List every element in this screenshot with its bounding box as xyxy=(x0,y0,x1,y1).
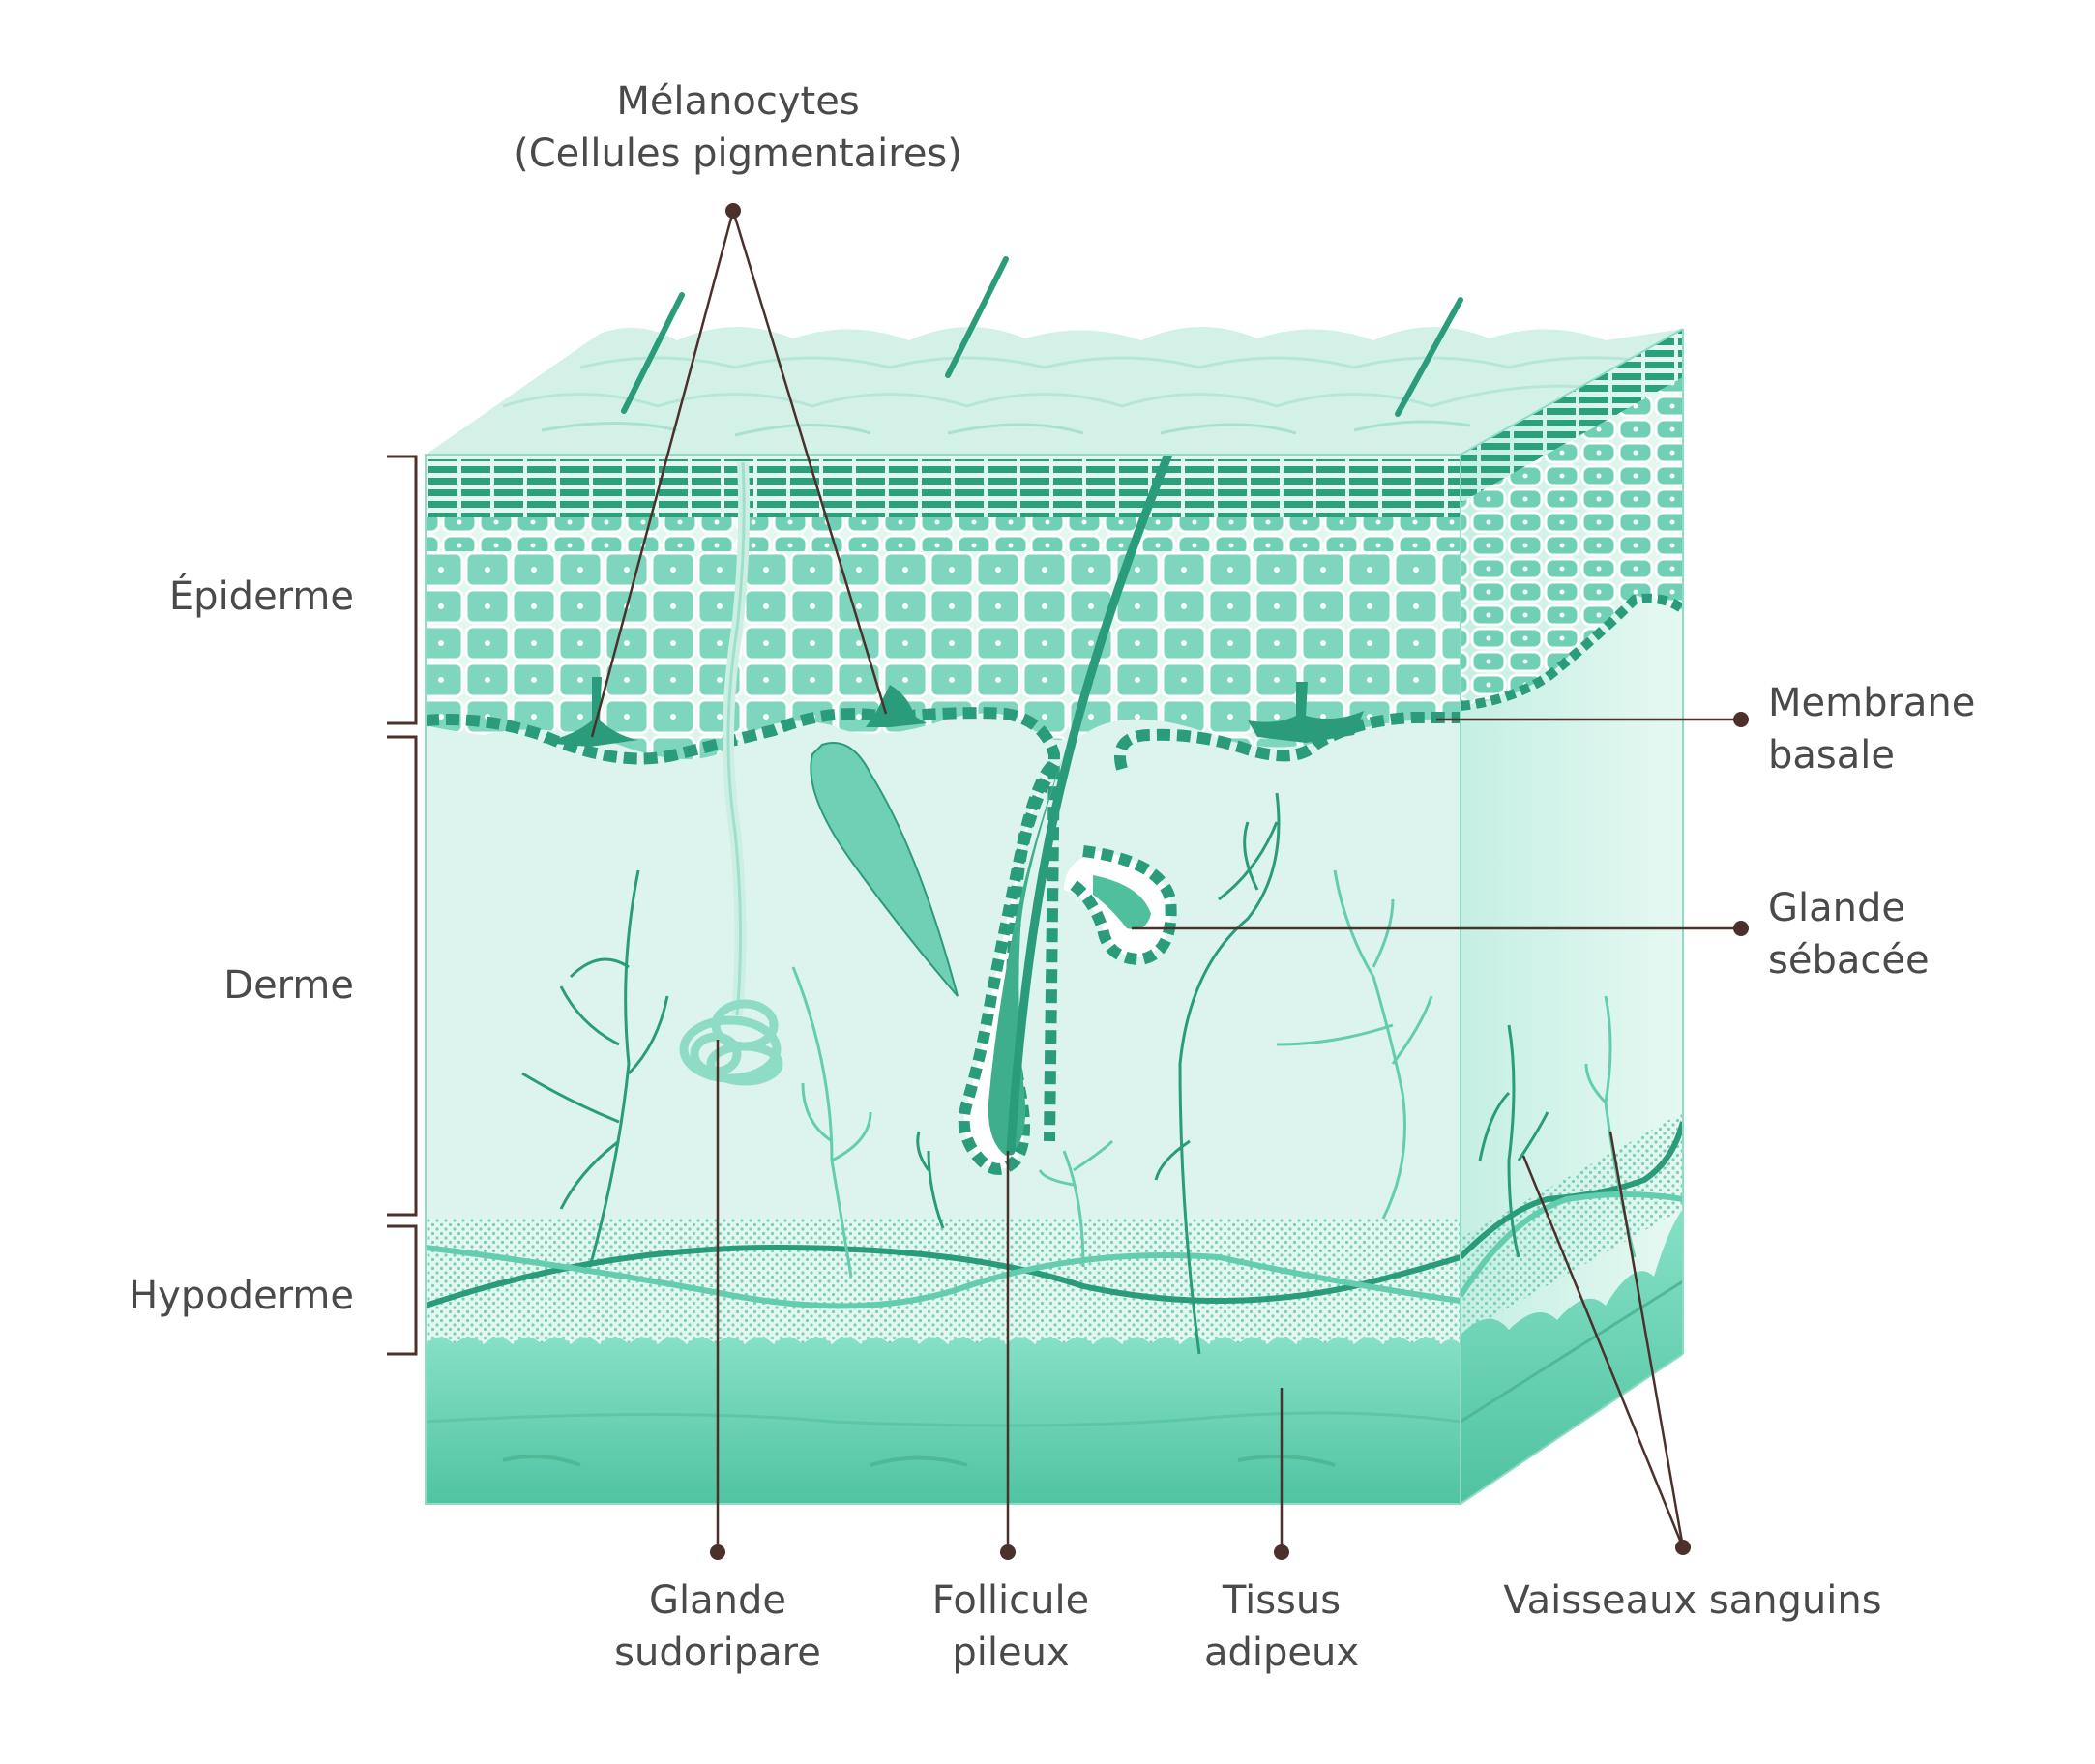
label-melanocytes-line1: Mélanocytes xyxy=(514,75,962,128)
label-membrane-basale: Membrane basale xyxy=(1768,677,1975,781)
label-tissus-adipeux: Tissus adipeux xyxy=(1204,1574,1359,1679)
label-glande-sebacee: Glande sébacée xyxy=(1768,882,1930,986)
label-follicule-pileux: Follicule pileux xyxy=(932,1574,1089,1679)
label-glande-sebacee-line1: Glande xyxy=(1768,882,1930,934)
label-glande-sudoripare: Glande sudoripare xyxy=(614,1574,821,1679)
label-follicule-pileux-line1: Follicule xyxy=(932,1574,1089,1627)
label-glande-sudoripare-line2: sudoripare xyxy=(614,1627,821,1679)
label-vaisseaux-sanguins: Vaisseaux sanguins xyxy=(1503,1574,1881,1627)
label-melanocytes: Mélanocytes (Cellules pigmentaires) xyxy=(514,75,962,180)
label-membrane-basale-line2: basale xyxy=(1768,729,1975,781)
label-tissus-adipeux-line2: adipeux xyxy=(1204,1627,1359,1679)
label-glande-sudoripare-line1: Glande xyxy=(614,1574,821,1627)
label-follicule-pileux-line2: pileux xyxy=(932,1627,1089,1679)
side-face xyxy=(1461,319,1693,1518)
label-derme: Derme xyxy=(223,959,354,1012)
label-membrane-basale-line1: Membrane xyxy=(1768,677,1975,729)
front-face xyxy=(426,290,1461,1509)
label-melanocytes-line2: (Cellules pigmentaires) xyxy=(514,128,962,180)
label-hypoderme: Hypoderme xyxy=(129,1270,354,1322)
label-tissus-adipeux-line1: Tissus xyxy=(1204,1574,1359,1627)
label-epiderme: Épiderme xyxy=(169,571,354,623)
layer-brackets xyxy=(387,456,416,1354)
label-glande-sebacee-line2: sébacée xyxy=(1768,934,1930,986)
